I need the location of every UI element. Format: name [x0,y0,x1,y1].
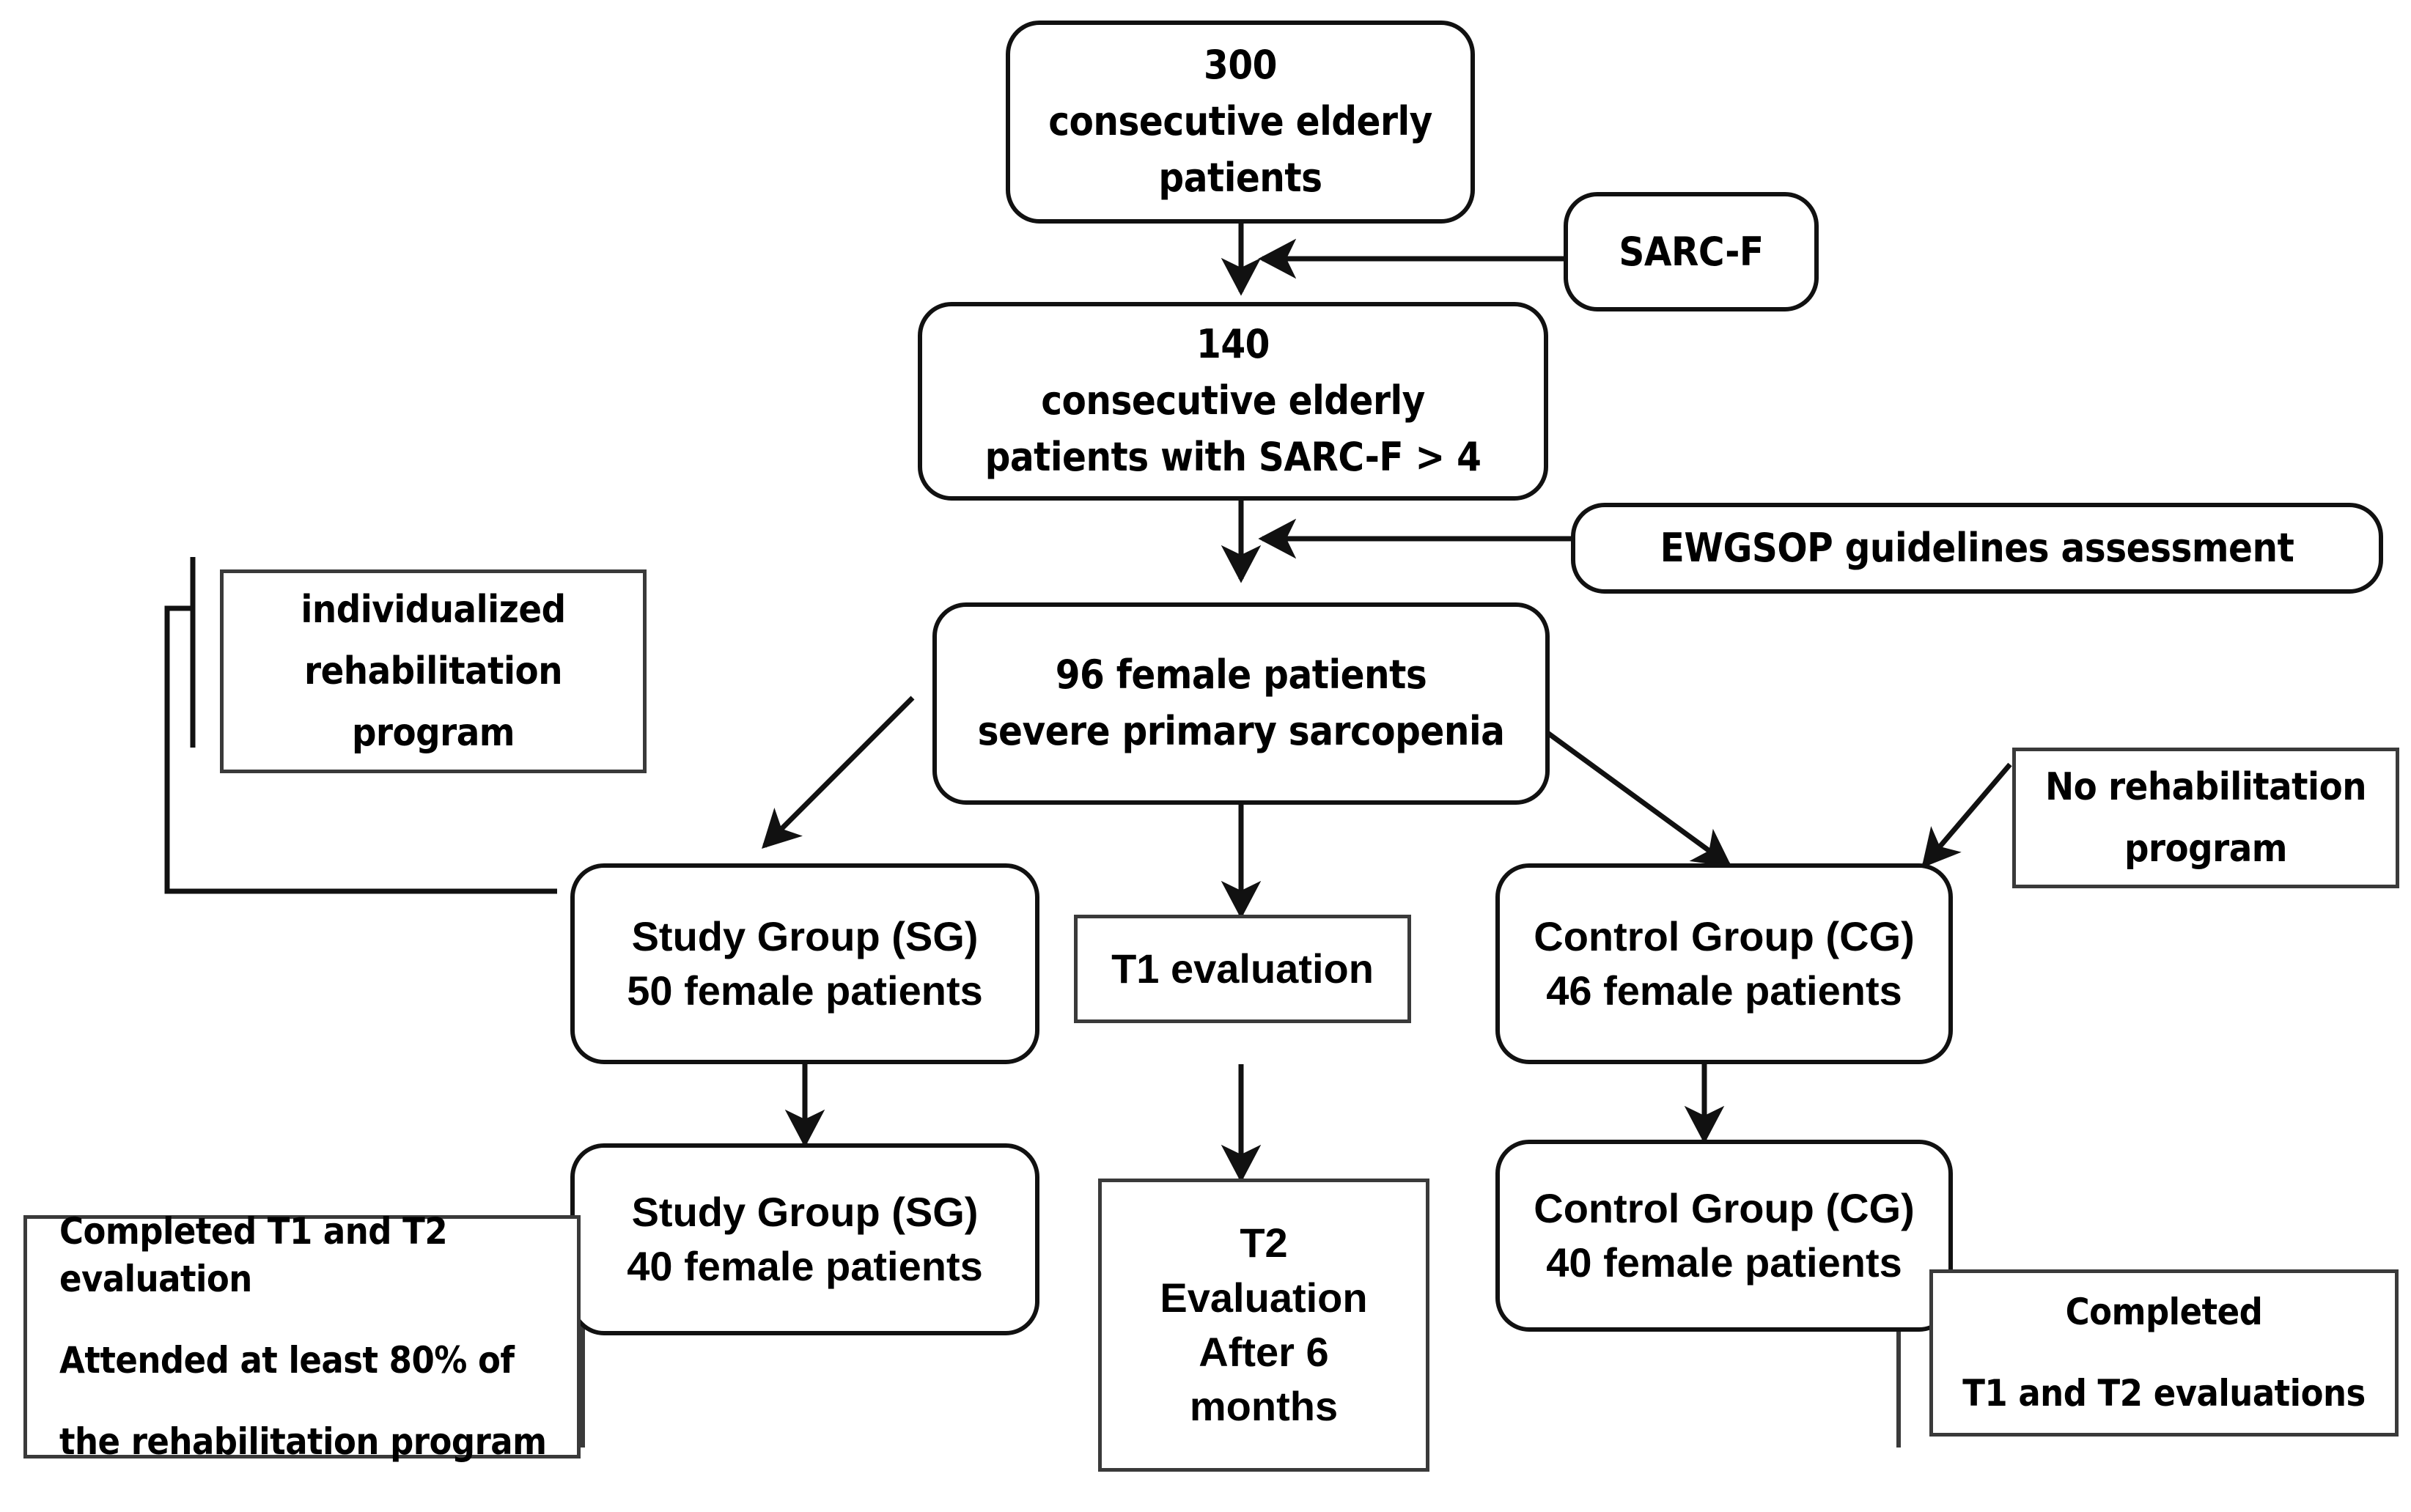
node-sarcopenia-cohort[interactable]: 96 female patients severe primary sarcop… [932,602,1550,805]
node-line: Study Group (SG) [631,912,979,959]
node-line: After 6 [1199,1329,1329,1375]
node-line: consecutive elderly [1041,377,1425,424]
node-line: Control Group (CG) [1534,912,1915,959]
node-line: T1 and T2 evaluations [1962,1372,2366,1415]
node-line: individualized [301,587,566,632]
node-line: 40 female patients [1546,1239,1902,1286]
node-line: Attended at least 80% of [59,1339,515,1382]
node-study-group-50[interactable]: Study Group (SG) 50 female patients [570,863,1039,1064]
node-line: Evaluation [1160,1274,1368,1321]
node-line: evaluation [59,1258,252,1300]
node-line: T1 evaluation [1111,945,1374,992]
node-line: severe primary sarcopenia [977,708,1505,754]
edge-sarcopenia-to-sg [762,696,915,849]
node-line: Control Group (CG) [1534,1184,1915,1231]
node-line: 46 female patients [1546,967,1902,1014]
node-line: the rehabilitation program [59,1420,547,1463]
node-control-group-46[interactable]: Control Group (CG) 46 female patients [1495,863,1953,1064]
node-line: EWGSOP guidelines assessment [1660,524,2294,571]
edge-norehab-to-cg [1921,762,2012,869]
node-line: 140 [1196,321,1270,368]
node-line: Completed T1 and T2 [59,1210,448,1253]
node-t1-evaluation[interactable]: T1 evaluation [1074,915,1411,1023]
edge-rehab-bracket-elbow [164,605,557,894]
node-line: program [2124,827,2288,871]
node-rehab-program[interactable]: individualized rehabilitation program [220,569,647,773]
node-line: 300 [1204,42,1277,89]
node-line: T2 [1240,1220,1288,1266]
node-no-rehab-program[interactable]: No rehabilitation program [2012,748,2399,888]
node-line: rehabilitation [303,649,563,693]
node-cg-inclusion-criteria[interactable]: Completed T1 and T2 evaluations [1929,1269,2399,1437]
node-line: patients with SARC-F > 4 [984,433,1481,480]
node-line: patients [1158,154,1322,201]
node-t2-evaluation[interactable]: T2 Evaluation After 6 months [1098,1179,1429,1472]
node-line: 96 female patients [1055,652,1427,698]
node-study-group-40[interactable]: Study Group (SG) 40 female patients [570,1143,1039,1335]
node-line: 50 female patients [627,967,983,1014]
node-control-group-40[interactable]: Control Group (CG) 40 female patients [1495,1140,1953,1332]
node-line: SARC-F [1619,229,1764,275]
node-sg-inclusion-criteria[interactable]: Completed T1 and T2 evaluation Attended … [23,1210,581,1463]
node-line: Study Group (SG) [631,1188,979,1235]
node-line: No rehabilitation [2044,764,2367,809]
node-line: months [1189,1383,1339,1430]
node-line: program [351,711,515,756]
node-sarcf-tool[interactable]: SARC-F [1564,192,1819,311]
node-line: consecutive elderly [1048,98,1432,145]
node-screened-patients[interactable]: 300 consecutive elderly patients [1006,21,1475,224]
node-ewgsop-tool[interactable]: EWGSOP guidelines assessment [1571,503,2383,594]
node-line: 40 female patients [627,1243,983,1289]
node-eligible-patients[interactable]: 140 consecutive elderly patients with SA… [918,302,1548,501]
node-line: Completed [2065,1291,2263,1333]
